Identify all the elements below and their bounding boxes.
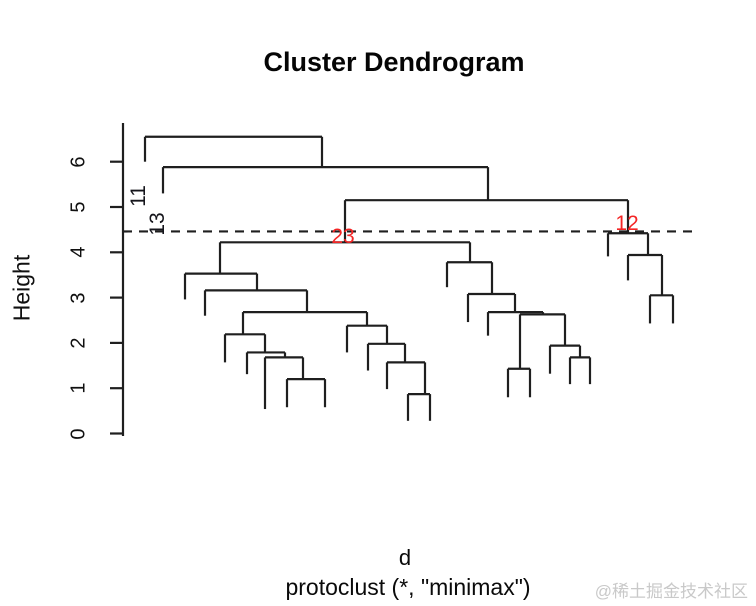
y-tick-label-1: 1	[67, 382, 90, 394]
y-tick-label-5: 5	[67, 201, 90, 213]
y-tick-label-2: 2	[67, 337, 90, 349]
cluster-label-12: 12	[615, 212, 639, 235]
cluster-label-11: 11	[127, 185, 150, 207]
cluster-label-13: 13	[146, 212, 169, 236]
x-axis-sublabel-protoclust: protoclust (*, "minimax")	[285, 574, 531, 600]
x-axis-label-d: d	[398, 545, 412, 570]
cluster-label-23: 23	[331, 225, 355, 248]
y-tick-label-4: 4	[67, 246, 90, 258]
y-tick-label-0: 0	[67, 427, 90, 440]
watermark: @稀土掘金技术社区	[594, 582, 748, 601]
y-tick-label-3: 3	[67, 292, 90, 304]
y-tick-label-6: 6	[67, 156, 90, 168]
y-axis-label: Height	[8, 254, 35, 322]
chart-title: Cluster Dendrogram	[263, 47, 525, 77]
